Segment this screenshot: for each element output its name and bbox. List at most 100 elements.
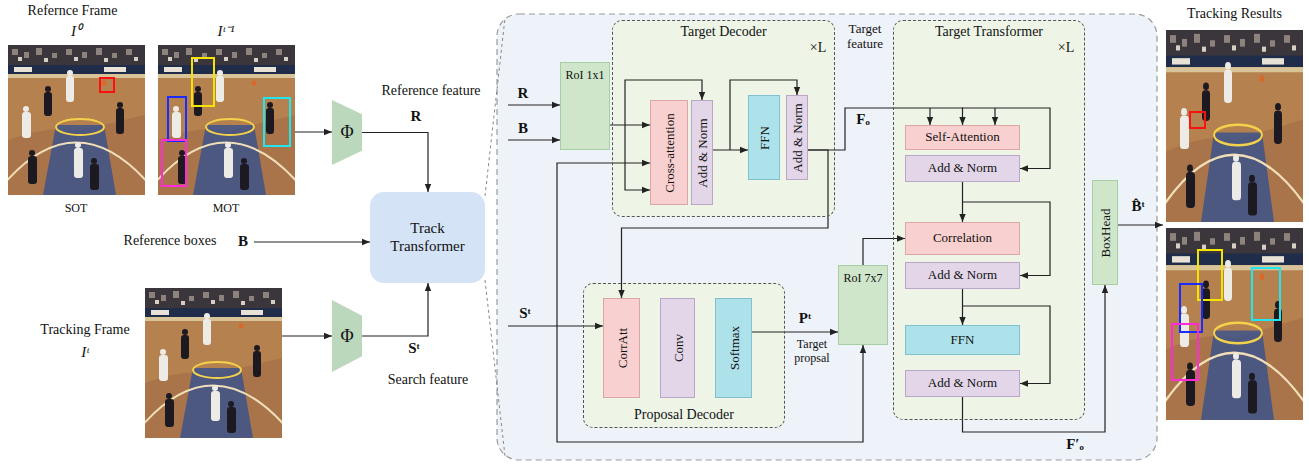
connector-arrow [362,283,428,336]
text-label: SOT [46,202,106,216]
decoder-group: Proposal Decoder CorrAtt Conv Softmax [583,283,785,428]
node-text: RoI 7x7 [844,272,883,285]
softmax-block: Softmax [715,298,752,398]
text-label: Sᵗ [402,340,426,357]
node-text: RoI 1x1 [566,69,605,82]
text-label: Reference boxes [106,233,234,249]
art-use [140,288,287,438]
correlation-block: Correlation [905,222,1020,255]
decoder-group: Target DecoderCross-attention Add & Norm F… [612,20,835,217]
group-title: Target Decoder [613,24,834,40]
node-text: Add & Norm [928,161,997,175]
art-use [1161,228,1308,420]
art-rect [168,97,186,141]
node-text: BoxHead [1099,208,1112,257]
head-block: BoxHead [1092,180,1118,285]
text-label: ×L [1052,40,1080,56]
text-label: Sᵗ [512,305,538,322]
transformer-group: Target TransformerSelf-AttentionAdd & No… [893,20,1085,420]
text-label: Iᵗ [65,344,105,361]
node-text: FFN [758,126,771,150]
art-use [3,45,150,195]
art-line [485,280,505,456]
art-polyline [508,139,560,140]
art-rect [1190,112,1205,128]
text-label: Fₒ [850,111,876,128]
node-text: Add & Norm [928,268,997,282]
feature-extractor: Φ [332,300,362,372]
attention-block: Self-Attention [905,125,1020,150]
connector-arrow [362,133,428,193]
text-label: Target feature [838,22,892,52]
ffn-block: FFN [748,95,780,180]
transformer-block: Track Transformer [370,192,485,283]
node-text: Φ [340,326,353,347]
group-fills [583,20,1085,428]
wire [254,80,1163,442]
art-rect [192,58,214,106]
art-polyline [282,335,332,336]
tracking-result-mot [1161,228,1308,420]
connector-arrow [962,289,963,325]
art-rect [100,78,114,92]
art-rect [1172,324,1198,380]
art-line [485,18,505,196]
art-polyline [254,241,370,242]
node-text: Φ [340,122,353,143]
group-fill [583,283,785,428]
norm-block: Add & Norm [905,370,1020,397]
text-label: I⁰ [56,23,96,40]
node-text: Cross-attention [663,113,676,192]
art-polyline [508,104,560,105]
node-text: CorrAtt [615,328,628,368]
connector-arrow [962,182,963,222]
feature-extractor: Φ [332,100,362,165]
text-label: ×L [804,40,832,56]
group-title: Target Transformer [894,24,1084,40]
text-label: B [514,120,532,137]
attention-block: CorrAtt [603,298,640,398]
art-polyline [508,325,603,326]
connector-arrow [610,124,650,125]
text-label: Reference feature [366,83,496,99]
text-label: B̂ᵗ [1123,198,1153,215]
art-polyline [625,125,650,190]
text-label: Search feature [366,372,490,388]
text-label: Refernce Frame [10,3,135,19]
group-fill [612,20,835,217]
norm-block: Add & Norm [905,155,1020,182]
node-text: Correlation [933,231,992,245]
art-polyline [994,108,995,125]
connector-arrow [863,239,905,266]
expanded-panel [497,14,1157,460]
text-label: R [514,85,532,102]
conv-block: Conv [660,298,695,398]
roi-block: RoI 1x1 [560,62,610,150]
art-polyline [1118,224,1163,225]
extractor-trapezoid [332,300,362,372]
group-fill [893,20,1085,420]
attention-block: Cross-attention [650,100,688,205]
ffn-block: FFN [905,325,1020,355]
norm-block: Add & Norm [786,95,808,180]
group-title: Proposal Decoder [584,407,784,423]
text-label: B [235,233,251,250]
text-label: Iᵗ⁻¹ [200,23,252,40]
connector-arrow [713,149,748,150]
reference-frame-sot [3,45,150,195]
node-text: Conv [671,334,684,362]
tracking-result-sot [1161,30,1308,222]
connector-arrow [752,331,838,332]
node-text: Track Transformer [380,220,475,255]
reference-frame-mot [153,45,300,195]
node-text: FFN [951,333,975,347]
roi-block: RoI 7x7 [838,265,888,345]
node-text: Self-Attention [925,130,999,144]
norm-block: Add & Norm [691,100,713,205]
art-rect [162,140,186,186]
art-rect [1252,268,1280,320]
art-polyline [929,108,930,125]
text-label: Tracking Results [1166,6,1303,22]
text-label: Pᵗ [792,310,818,327]
